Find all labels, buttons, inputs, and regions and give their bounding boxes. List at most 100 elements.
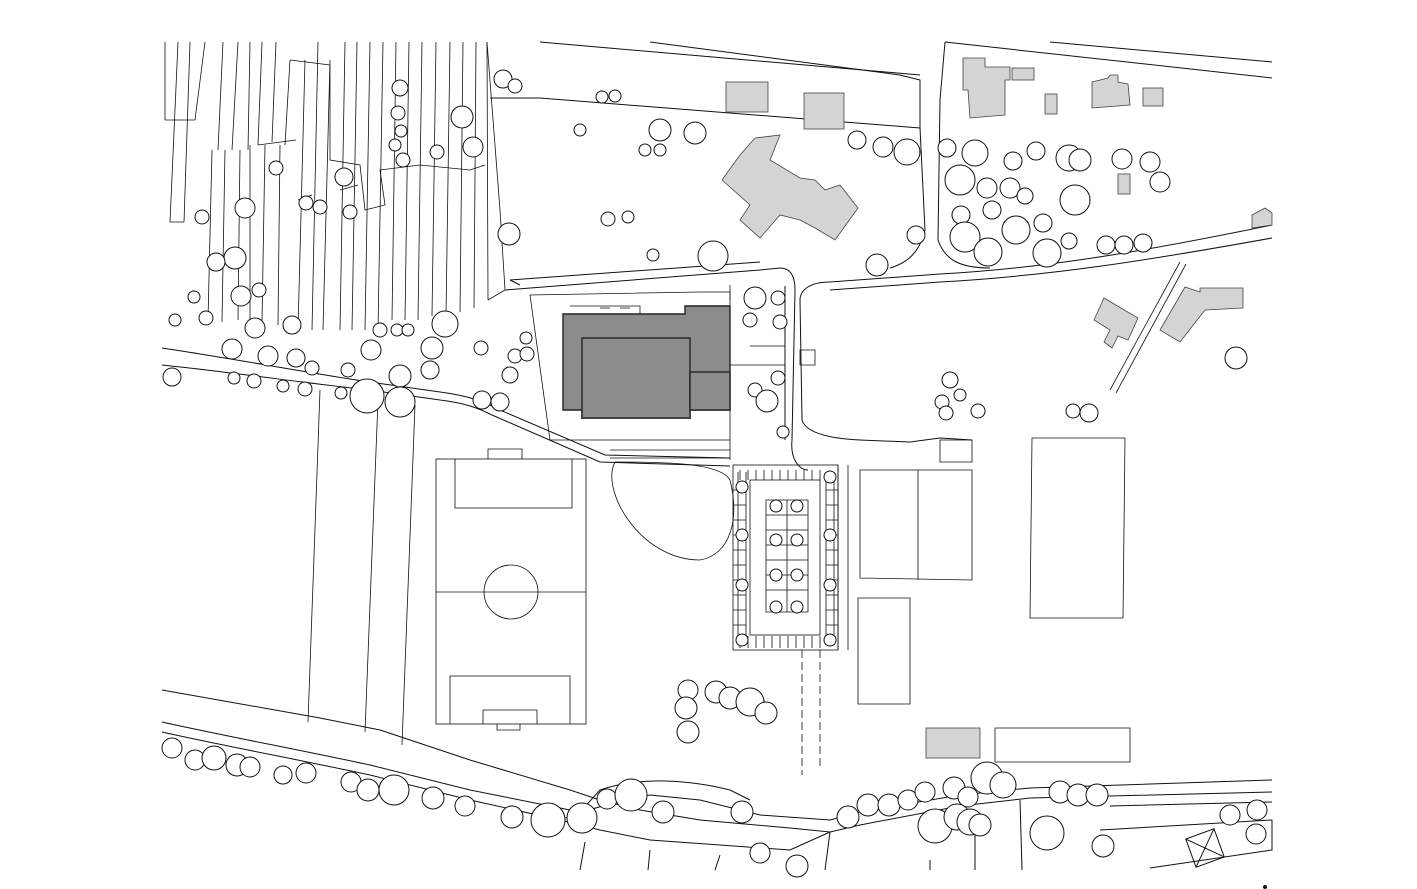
tree-symbol [743,286,767,310]
tree-symbol [420,360,440,380]
tree-symbol [769,600,783,614]
tree-symbol [755,389,779,413]
tree-symbol [989,771,1017,799]
tree-symbol [982,200,1002,220]
tree-symbol [223,246,247,270]
tree-symbol [356,778,380,802]
tree-symbol [651,800,675,824]
tree-symbol [1033,213,1053,233]
tree-symbol [1114,235,1134,255]
tree-symbol [770,370,786,386]
tree-symbol [865,253,889,277]
tree-symbol [198,310,214,326]
tree-symbol [937,138,957,158]
tree-symbol [221,338,243,360]
tree-symbol [298,195,314,211]
tree-symbol [1065,403,1081,419]
tree-symbol [823,578,837,592]
tree-symbol [378,774,410,806]
tree-symbol [856,793,880,817]
tree-symbol [388,138,402,152]
tree-symbol [697,240,729,272]
tree-symbol [621,210,635,224]
tree-symbol [297,381,313,397]
football-pitch [435,448,587,731]
tree-symbol [312,199,328,215]
tree-symbol [450,105,474,129]
tree-symbol [462,136,484,158]
existing-buildings [721,57,1273,759]
tree-symbol [500,805,524,829]
tree-symbol [566,802,598,834]
tree-symbol [234,197,256,219]
tree-symbol [1026,141,1046,161]
tree-symbol [1111,148,1133,170]
tree-symbol [282,315,302,335]
tree-symbol [1068,148,1092,172]
tree-symbol [501,366,519,384]
tree-symbol [941,371,959,389]
tree-symbol [683,121,707,145]
tree-symbol [790,568,804,582]
tree-symbol [244,317,266,339]
tree-symbol [390,323,404,337]
tree-symbol [776,425,790,439]
tree-symbol [1016,187,1034,205]
tree-symbol [1149,171,1171,193]
tree-symbol [608,89,622,103]
tree-symbol [519,346,535,362]
tree-symbol [295,762,317,784]
tree-symbol [161,737,183,759]
tree-symbol [836,805,860,829]
tree-symbol [1224,346,1248,370]
tree-symbol [194,209,210,225]
tree-symbol [1029,815,1065,851]
tree-symbol [674,696,698,720]
tree-symbol [334,386,348,400]
tree-symbol [1246,799,1268,821]
parking-lot [732,464,839,651]
tree-symbol [251,282,267,298]
tree-symbol [390,105,406,121]
tree-symbol [334,167,354,187]
tree-symbol [999,177,1021,199]
tree-symbol [785,854,809,878]
tree-symbol [823,470,837,484]
tree-symbol [257,345,279,367]
tree-symbol [1079,403,1099,423]
tree-symbol [646,248,660,262]
tree-symbol [239,756,261,778]
tree-symbol [304,360,320,376]
tree-symbol [497,222,521,246]
tree-symbol [970,403,986,419]
tree-symbol [206,252,226,272]
tree-symbol [754,701,778,725]
tree-symbol [944,164,976,196]
tree-symbol [1139,151,1161,173]
tree-symbol [1003,151,1023,171]
tree-symbol [230,285,252,307]
tree-symbol [342,204,358,220]
tree-symbol [735,480,749,494]
tree-symbol [1032,238,1062,268]
tree-symbol [372,322,388,338]
tree-symbol [246,373,262,389]
tree-symbol [769,533,783,547]
tree-symbol [976,177,998,199]
tree-symbol [823,633,837,647]
tree-symbol [227,371,241,385]
tree-symbol [735,528,749,542]
tree-symbol [735,578,749,592]
tree-symbol [790,600,804,614]
tree-symbol [1060,232,1078,250]
tree-symbol [473,340,489,356]
tree-symbol [596,788,618,810]
tree-symbol [897,789,919,811]
tree-symbol [872,136,894,158]
tree-symbol [394,124,408,138]
tree-symbol [638,143,652,157]
tree-symbol [1059,184,1091,216]
tree-symbol [472,390,492,410]
tree-symbol [914,781,936,803]
